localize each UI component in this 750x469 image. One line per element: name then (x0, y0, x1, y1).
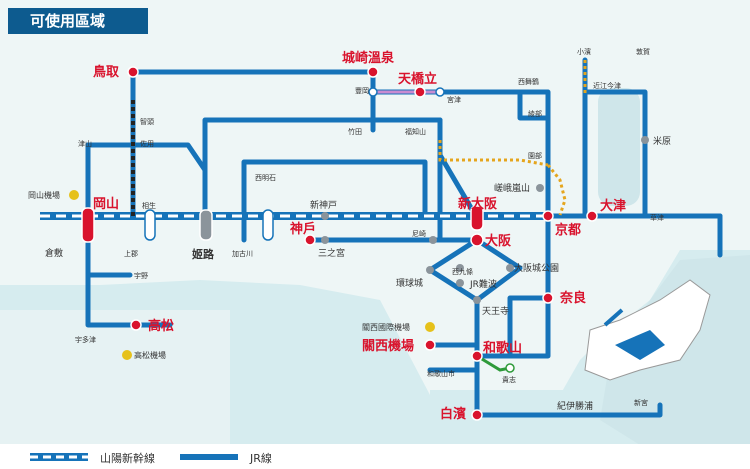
station-maibara: 米原 (653, 135, 671, 147)
airport-takamatsu: 高松機場 (134, 350, 166, 360)
station-takeda: 竹田 (348, 127, 362, 136)
japan-inset-highlight (615, 330, 665, 360)
station-kishi: 貴志 (502, 375, 516, 384)
inset-arrow (603, 308, 624, 327)
station-toyooka: 豐岡 (355, 86, 369, 95)
station-nishi-akashi: 西明石 (255, 174, 276, 182)
airport-labels: 岡山機場 高松機場 關西國際機場 (28, 190, 435, 360)
honshu-land (0, 0, 750, 400)
station-nara: 奈良 (559, 290, 586, 306)
lake-biwa (598, 88, 640, 206)
station-nishikujo: 西九條 (452, 267, 473, 276)
major-station-labels: 鳥取 城崎溫泉 天橋立 岡山 新大阪 大阪 京都 大津 神戶 姬路 奈良 高松 … (93, 50, 626, 422)
station-uno: 宇野 (134, 271, 148, 280)
station-universal-city: 環球城 (396, 277, 423, 289)
station-miyazu: 宮津 (447, 95, 461, 104)
station-shirahama: 白濱 (440, 406, 466, 422)
legend-jr-label: JR線 (250, 452, 272, 465)
station-saga-arashiyama: 嵯峨嵐山 (494, 182, 530, 194)
shinkansen-track (40, 212, 550, 220)
station-wakayamashi: 和歌山市 (427, 369, 455, 378)
station-osaka: 大阪 (485, 233, 512, 249)
minor-station-labels: 智頭 佐用 津山 相生 上郡 西明石 加古川 新神戸 三之宮 尼崎 豐岡 宮津 … (45, 47, 671, 412)
dotted-line-2 (438, 140, 549, 167)
legend: 山陽新幹線 JR線 (0, 444, 750, 469)
airplane-icons (69, 190, 435, 360)
station-nishi-maizuru: 西舞鶴 (518, 77, 539, 86)
airport-okayama: 岡山機場 (28, 190, 60, 200)
station-okayama: 岡山 (93, 196, 119, 212)
station-tennoji: 天王寺 (482, 306, 509, 317)
station-obama: 小濱 (577, 47, 591, 56)
station-osakajo-koen: 大阪城公園 (514, 262, 559, 274)
station-kinosaki-onsen: 城崎溫泉 (342, 50, 395, 66)
station-utazu: 宇多津 (75, 335, 96, 344)
station-amanohashidate: 天橋立 (398, 71, 437, 87)
station-kansai-airport: 關西機場 (362, 338, 414, 354)
japan-inset (584, 279, 711, 381)
station-wakayama: 和歌山 (483, 340, 522, 356)
station-himeji: 姬路 (192, 247, 215, 261)
station-chizu: 智頭 (140, 117, 154, 126)
station-kamigori: 上郡 (124, 249, 138, 258)
station-otsu: 大津 (600, 198, 626, 214)
station-aioi: 相生 (142, 201, 156, 210)
station-shingu: 新宮 (634, 398, 648, 407)
shikoku-land (0, 310, 230, 445)
station-tsuyama: 津山 (78, 139, 92, 148)
station-sonobe: 園部 (528, 151, 542, 160)
station-tottori: 鳥取 (93, 64, 120, 80)
station-takamatsu: 高松 (148, 318, 174, 334)
station-kobe: 神戶 (290, 221, 316, 237)
station-shin-kobe: 新神戸 (310, 199, 337, 211)
station-sayo: 佐用 (140, 139, 154, 148)
station-kurashiki: 倉敷 (45, 247, 63, 259)
station-omi-imazu: 近江今津 (593, 81, 621, 90)
legend-shinkansen-label: 山陽新幹線 (100, 452, 155, 465)
legend-shinkansen-swatch (30, 453, 88, 461)
station-kakogawa: 加古川 (232, 249, 253, 258)
station-kyoto: 京都 (555, 222, 581, 238)
station-sannomiya: 三之宮 (318, 247, 345, 259)
station-fukuchiyama: 福知山 (405, 127, 426, 136)
airport-kansai: 關西國際機場 (362, 322, 410, 332)
station-jr-namba: JR難波 (469, 278, 497, 290)
station-ayabe: 綾部 (528, 109, 542, 118)
map-title: 可使用區域 (8, 8, 148, 34)
station-kusatsu: 草津 (650, 213, 664, 222)
station-shin-osaka: 新大阪 (458, 196, 498, 212)
station-tsuruga: 敦賀 (636, 47, 650, 56)
station-markers (81, 66, 649, 421)
station-kii-katsuura: 紀伊勝浦 (557, 400, 593, 412)
station-amagasaki: 尼崎 (412, 229, 426, 238)
legend-jr-swatch (180, 454, 238, 460)
